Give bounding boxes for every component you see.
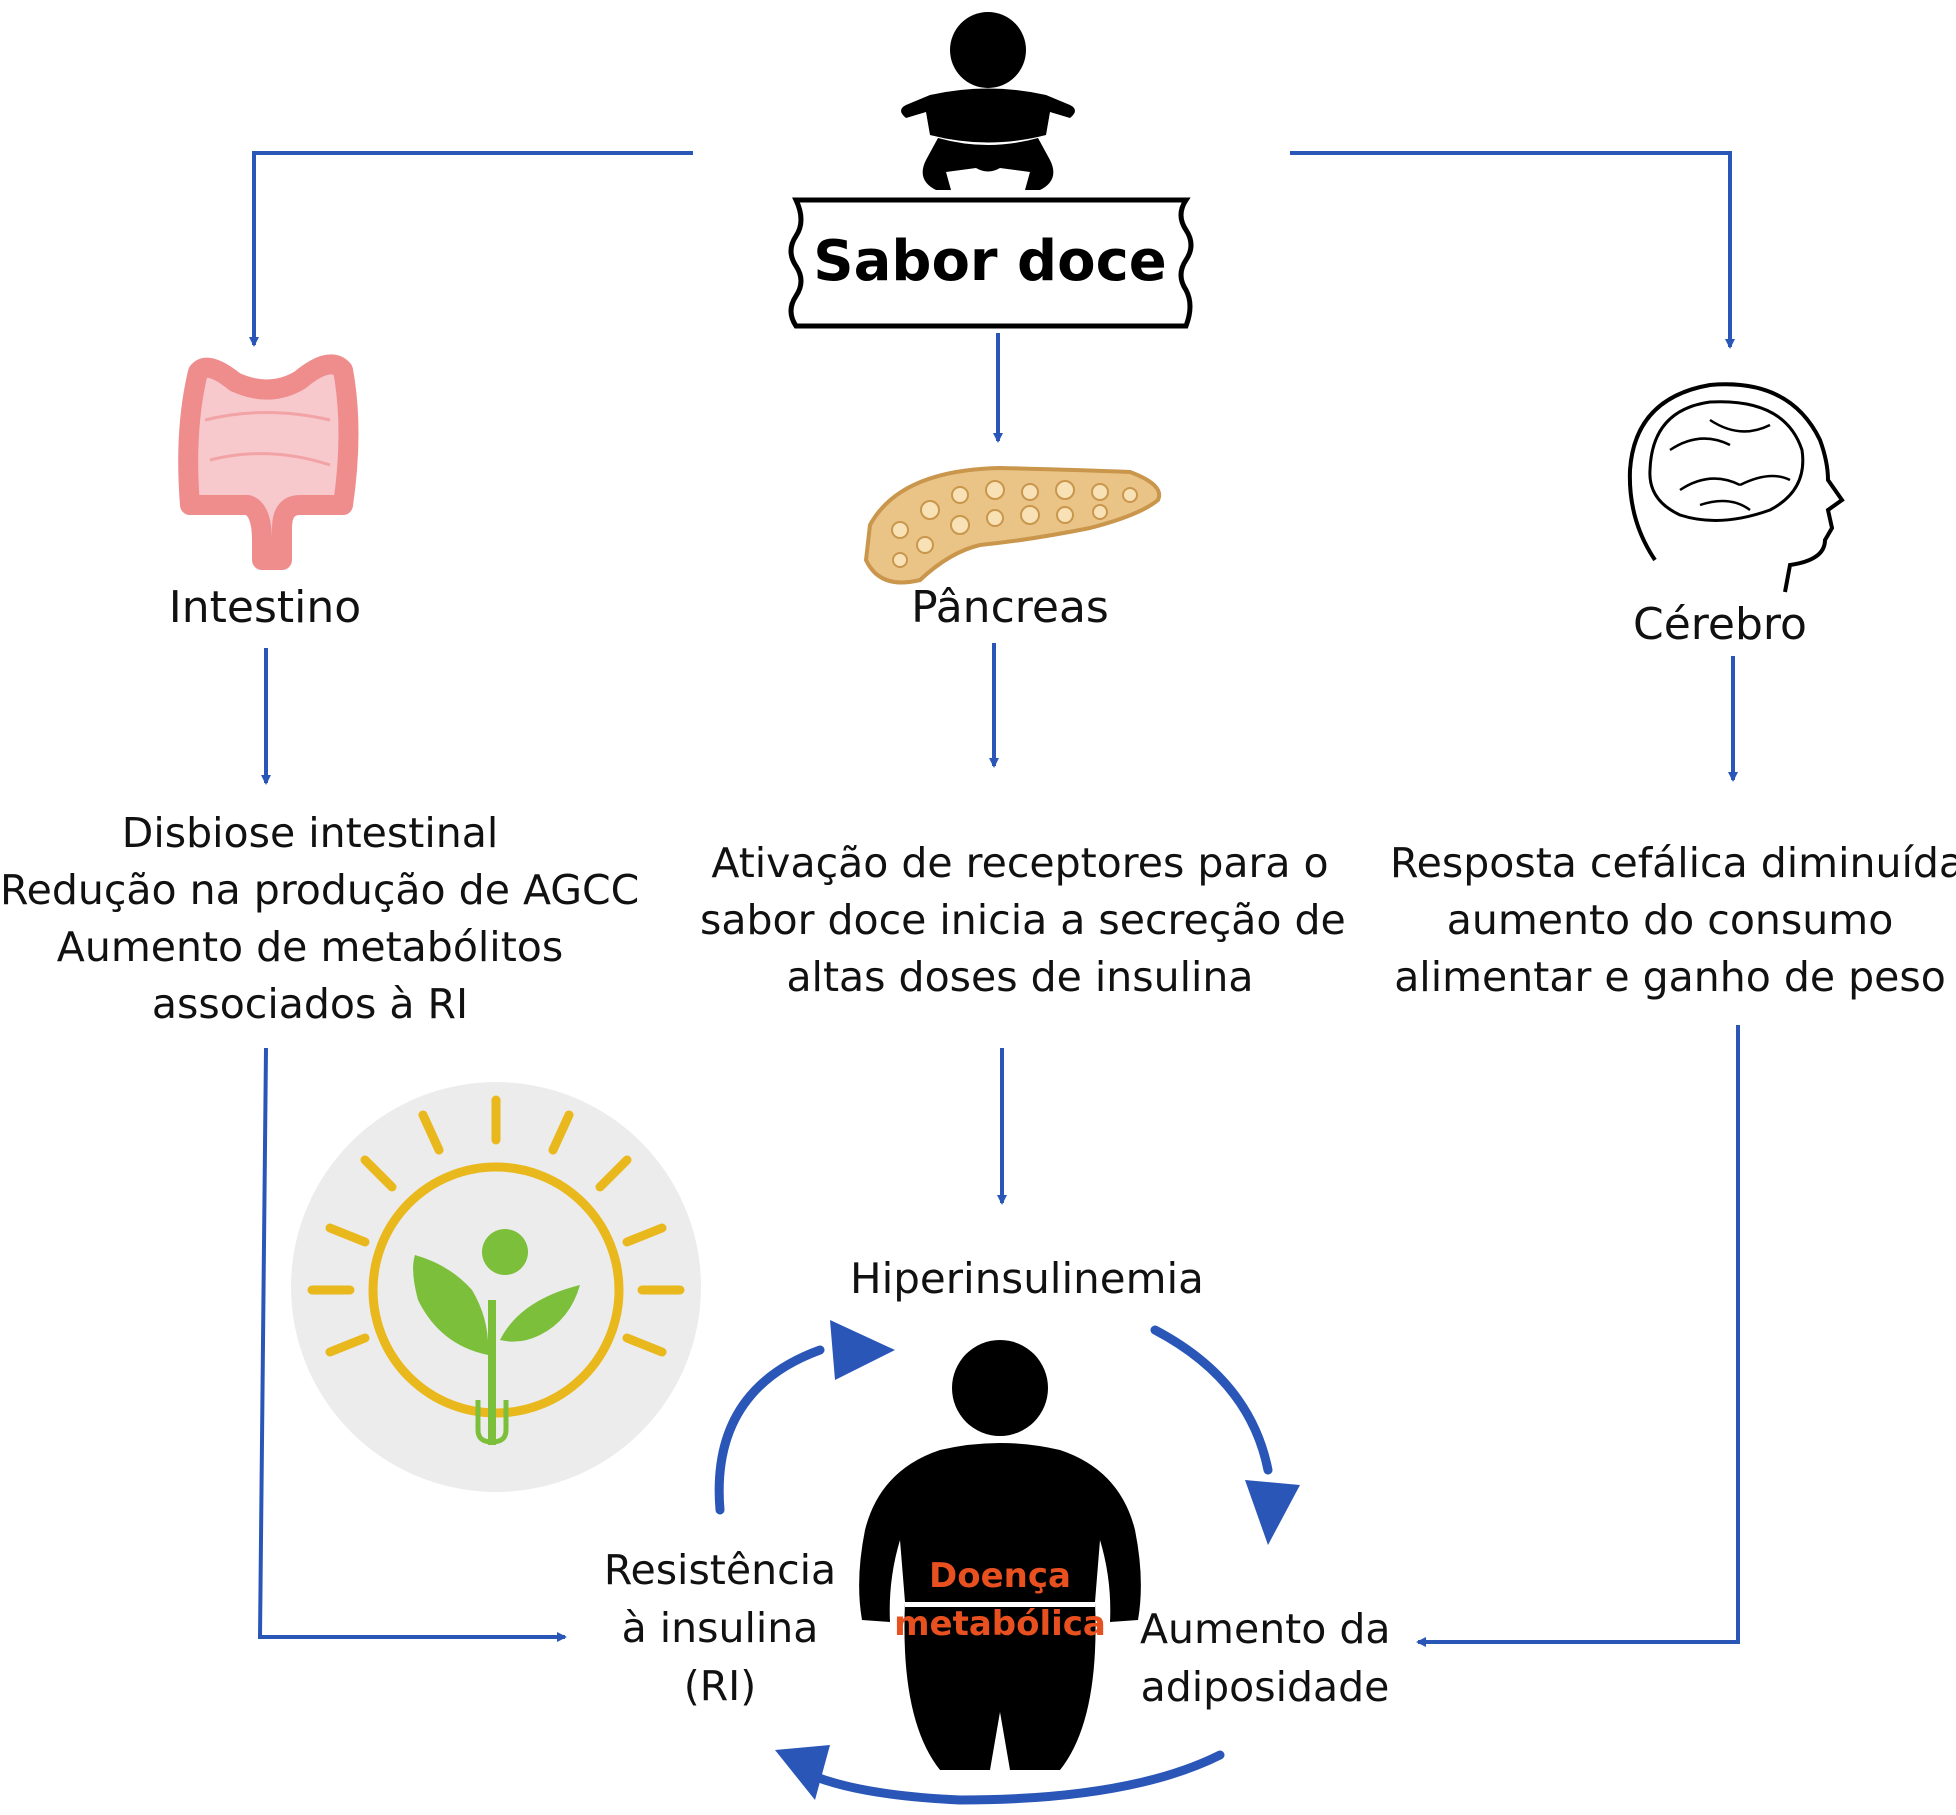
intestine-effect-line: associados à RI [151, 980, 469, 1028]
pancreas-effects: Ativação de receptores para o sabor doce… [700, 835, 1346, 1006]
brain-head-icon [1627, 382, 1845, 593]
brain-effect-line: alimentar e ganho de peso [1394, 953, 1946, 1001]
intestine-effect-line: Redução na produção de AGCC [0, 866, 640, 914]
nutrition-logo-icon [291, 1082, 701, 1492]
intestine-icon [178, 354, 359, 570]
intestine-effect-line: Disbiose intestinal [121, 809, 499, 857]
resistance-label-line: à insulina [621, 1604, 819, 1652]
brain-effect-line: aumento do consumo [1446, 896, 1894, 944]
resistance-label-line: Resistência [603, 1546, 837, 1594]
resistance-label: Resistência à insulina (RI) [600, 1541, 840, 1715]
adiposity-label-line: adiposidade [1140, 1663, 1390, 1711]
metabolic-disease-line: Doença [929, 1556, 1071, 1596]
intestine-effect-line: Aumento de metabólitos [56, 923, 564, 971]
metabolic-disease-line: metabólica [894, 1604, 1106, 1644]
intestine-effects: Disbiose intestinal Redução na produção … [0, 805, 640, 1033]
title-text: Sabor doce [813, 229, 1167, 294]
connector-arrows [249, 151, 1740, 1647]
hyperinsulinemia-label: Hiperinsulinemia [850, 1254, 1204, 1303]
pancreas-effect-line: altas doses de insulina [786, 953, 1254, 1001]
adiposity-label-line: Aumento da [1140, 1605, 1391, 1653]
pancreas-effect-line: sabor doce inicia a secreção de [700, 896, 1346, 944]
adiposity-label: Aumento da adiposidade [1140, 1600, 1391, 1716]
obese-person-icon [859, 1340, 1141, 1770]
baby-icon [901, 12, 1075, 190]
pancreas-label: Pâncreas [911, 582, 1109, 633]
brain-label: Cérebro [1633, 599, 1807, 650]
pancreas-icon [863, 465, 1162, 585]
cycle-arrowheads [775, 1320, 1300, 1800]
cycle-arrows [714, 1325, 1273, 1805]
metabolic-disease-label: Doença metabólica [890, 1552, 1110, 1648]
resistance-label-line: (RI) [683, 1662, 757, 1710]
title-banner [788, 197, 1194, 329]
pancreas-effect-line: Ativação de receptores para o [711, 839, 1329, 887]
intestine-label: Intestino [168, 582, 362, 633]
brain-effects: Resposta cefálica diminuída, aumento do … [1390, 835, 1956, 1006]
brain-effect-line: Resposta cefálica diminuída, [1390, 839, 1956, 887]
